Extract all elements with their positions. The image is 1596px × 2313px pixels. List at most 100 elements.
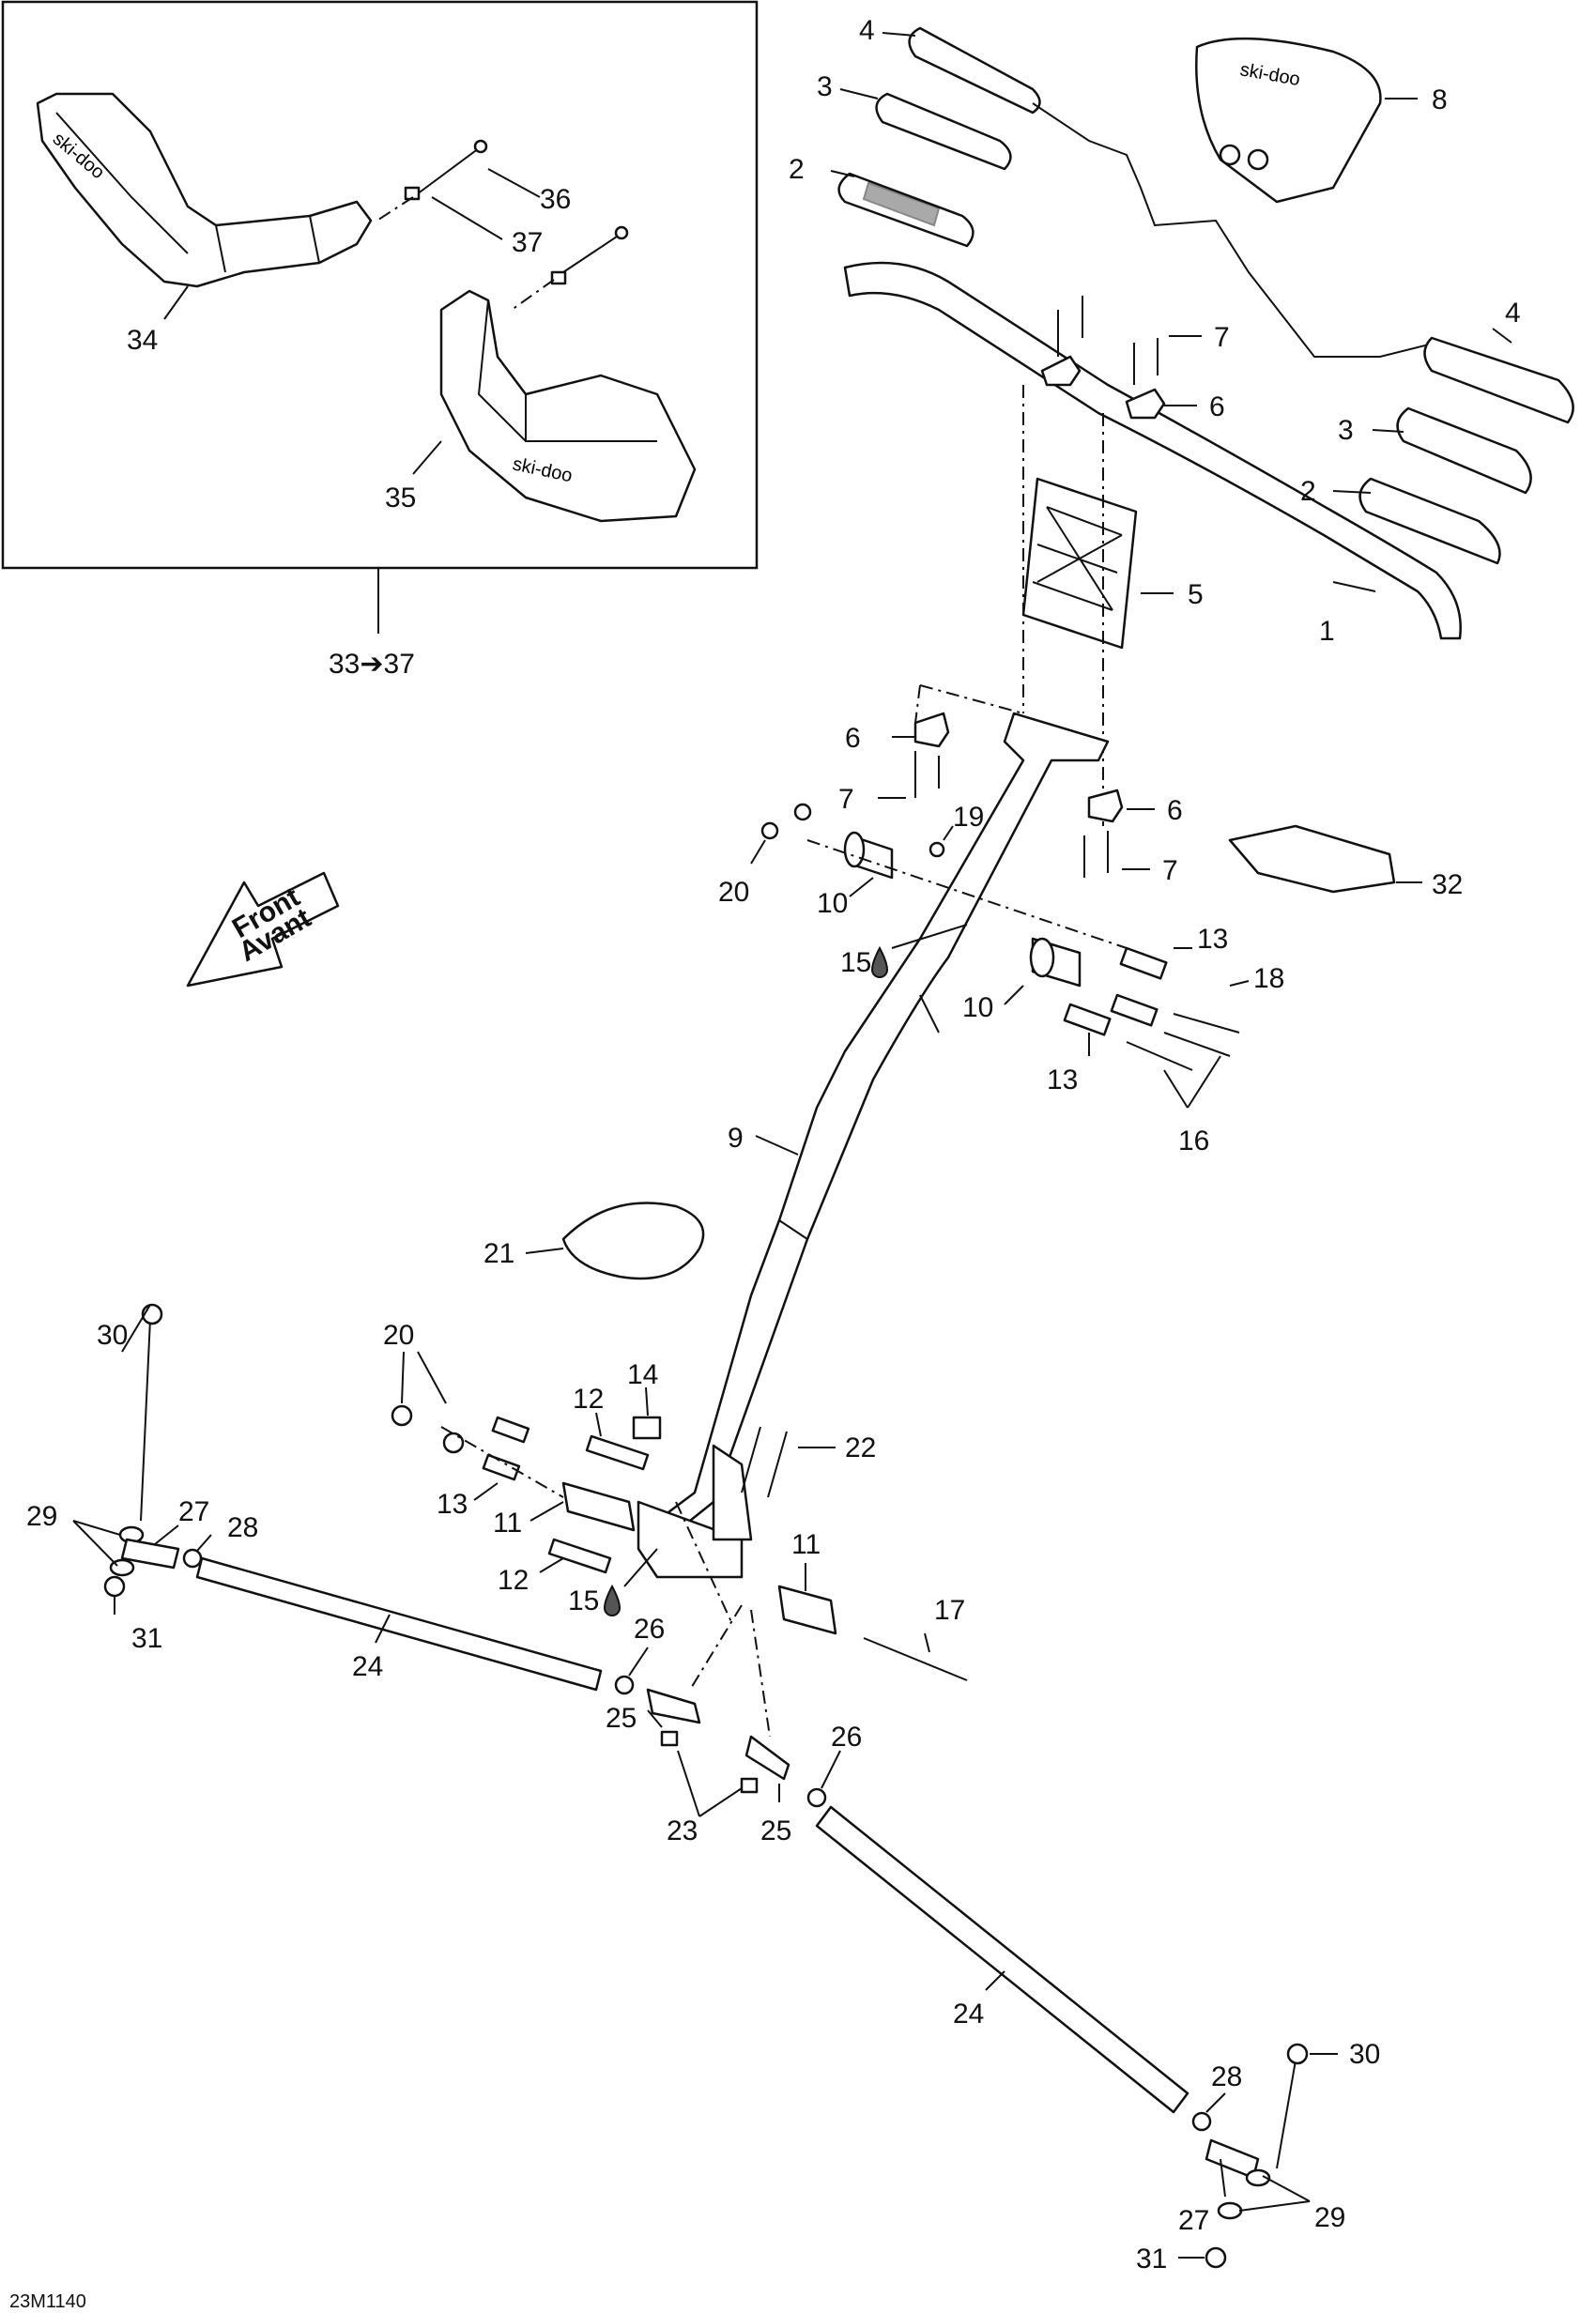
callout-27b: 27 [1178,2205,1209,2236]
callout-9: 9 [728,1123,744,1154]
callout-26a-25b: 25 [760,1815,791,1846]
callout-12a: 12 [573,1384,604,1415]
callout-3a: 3 [817,71,833,102]
callout-30a: 30 [97,1320,128,1351]
callout-26b: 26 [831,1722,862,1753]
callout-13c: 13 [437,1489,468,1520]
callout-25a: 25 [606,1703,637,1734]
callout-6b: 6 [845,723,861,754]
right-rod-end [1191,2043,1309,2269]
handguard-screws [375,139,629,311]
callout-19: 19 [953,802,984,833]
left-handguard-34: ski-doo [36,92,373,288]
callout-18: 18 [1253,963,1284,994]
bolts-22 [741,1426,788,1498]
tie-rod-left-24 [195,1556,603,1692]
spacers-13 [1063,946,1168,1036]
tie-rod-right-24 [815,1805,1189,2114]
figure-code: 23M1140 [9,2291,86,2312]
callout-29b: 29 [1314,2202,1345,2233]
callout-1: 1 [1319,616,1335,647]
callout-2a: 2 [789,154,805,185]
callout-13b: 13 [1047,1065,1078,1095]
upper-bearing-10b [1029,937,1082,988]
callout-28b: 28 [1211,2061,1242,2092]
callout-11a: 11 [493,1508,522,1539]
callout-13a: 13 [1197,924,1228,955]
callout-31a: 31 [131,1623,162,1654]
callout-16: 16 [1178,1126,1209,1156]
column-lower-bracket [637,1444,753,1579]
left-rod-end [103,1303,203,1598]
callout-10b: 10 [962,992,993,1023]
lower-plates-12 [547,1434,650,1574]
callout-2b: 2 [1300,476,1316,507]
callout-36: 36 [540,184,571,215]
callout-24a: 24 [352,1651,383,1682]
callout-12b: 12 [498,1565,529,1596]
callout-5: 5 [1188,579,1204,610]
callout-21: 21 [483,1238,514,1269]
callout-14: 14 [627,1359,658,1390]
left-grip-2 [837,172,974,248]
lower-clamps-6 [913,712,1124,878]
callout-20b: 20 [383,1320,414,1351]
upper-bolts-7 [1022,296,1159,826]
steering-column-9 [655,712,1110,1541]
grease-icon [870,945,889,978]
handlebar-1 [843,261,1462,640]
callout-23: 23 [667,1815,698,1846]
nuts-19-20 [760,803,945,858]
throttle-housing-8: ski-doo [1195,37,1382,204]
callout-17: 17 [934,1595,965,1626]
callout-24b: 24 [953,1999,984,2030]
bolts-16-18 [806,839,1240,1071]
left-heating-element-3 [875,92,1012,171]
callout-29a: 29 [26,1501,57,1532]
callout-22: 22 [845,1432,876,1463]
callout-10a: 10 [817,888,848,919]
right-grip-2 [1358,477,1501,565]
callout-kit-range: 33➔37 [329,649,415,680]
callout-30b: 30 [1349,2039,1380,2070]
upper-bearing-10a [843,831,894,880]
callout-31b: 31 [1136,2244,1167,2275]
callout-27a: 27 [178,1496,209,1527]
callout-37: 37 [512,227,543,258]
callout-26a: 26 [634,1614,665,1645]
callout-34: 34 [127,325,158,356]
callout-6a: 6 [1209,391,1225,422]
callout-15a: 15 [840,947,871,978]
cover-21 [561,1202,705,1280]
lower-bearing-11b [777,1585,837,1635]
callout-8: 8 [1432,84,1448,115]
callout-32: 32 [1432,869,1463,900]
handguard-kit-inset: ski-doo ski-doo 36 37 34 35 [1,0,759,570]
plate-32 [1228,824,1396,894]
spacer-14 [632,1416,662,1440]
grease-icon-2 [603,1584,622,1616]
upper-clamps-6 [1040,355,1166,420]
callout-7b: 7 [838,784,854,815]
callouts: 1 2 2 3 3 4 4 5 6 6 6 7 7 7 8 9 10 10 [26,15,1521,2275]
right-handguard-35: ski-doo [439,289,697,523]
callout-4a: 4 [859,15,875,46]
riser-block-5 [1021,477,1138,650]
lower-nuts-20 [391,1404,564,1498]
callout-35: 35 [385,483,416,513]
callout-15b: 15 [568,1585,599,1616]
callout-11b: 11 [791,1529,821,1560]
callout-28a: 28 [227,1512,258,1543]
lower-bearing-11a [561,1481,636,1532]
callout-4b: 4 [1505,298,1521,329]
callout-20a: 20 [718,877,749,908]
right-heating-element-3 [1396,406,1532,495]
callout-7c: 7 [1162,855,1178,886]
callout-3b: 3 [1338,415,1354,446]
bolt-17 [863,1637,968,1681]
callout-6c: 6 [1167,795,1183,826]
right-heating-wire-4 [1423,336,1574,424]
front-direction-arrow: Front Avant [186,871,340,988]
ball-joints-25 [614,1675,827,1808]
